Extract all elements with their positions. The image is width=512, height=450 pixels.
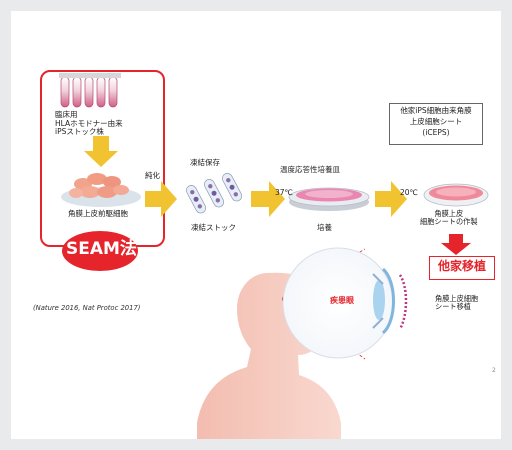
culture-caption: 培養 [317, 223, 332, 232]
down-arrow-icon [84, 136, 118, 167]
page-number: 2 [492, 367, 496, 374]
dish-title: 温度応答性培養皿 [280, 165, 340, 174]
temp-37-label: 37℃ [275, 188, 293, 197]
eye-cross-section [282, 247, 395, 359]
product-box-line3: (iCEPS) [422, 128, 450, 137]
diseased-eye-label: 疾患眼 [330, 296, 354, 305]
transplanted-sheet [398, 274, 408, 330]
transplant-label: 角膜上皮細胞 シート移植 [435, 294, 479, 312]
cell-sheet-dish [423, 183, 489, 207]
frozen-stock-tubes [186, 173, 243, 214]
diagram-graphics [59, 73, 489, 439]
right-arrow-icon [375, 181, 407, 217]
precursor-cell-label: 角膜上皮前駆細胞 [68, 209, 128, 218]
purify-label: 純化 [145, 171, 160, 180]
citation-text: (Nature 2016, Nat Protoc 2017) [33, 304, 141, 312]
temp-20-label: 20℃ [400, 188, 418, 197]
right-arrow-icon [145, 181, 177, 217]
freeze-title: 凍結保存 [190, 158, 220, 167]
right-arrow-icon [251, 181, 285, 217]
product-box-line2: 上皮細胞シート [409, 117, 463, 126]
product-box: 他家iPS細胞由来角膜 上皮細胞シート (iCEPS) [389, 103, 483, 145]
sheet-caption: 角膜上皮 細胞シートの作製 [420, 209, 478, 227]
product-box-line1: 他家iPS細胞由来角膜 [400, 106, 472, 115]
slide: 臨床用 HLAホモドナー由来 iPSストック株 角膜上皮前駆細胞 SEAM法 (… [11, 11, 501, 439]
allo-transplant-badge: 他家移植 [429, 256, 495, 280]
precursor-cell-cluster [61, 173, 141, 207]
seam-badge-shape [62, 231, 138, 271]
ips-stock-tubes [59, 73, 121, 108]
seam-method-badge: SEAM法 [66, 239, 137, 259]
down-arrow-icon [441, 234, 471, 255]
culture-dish [288, 187, 370, 211]
ips-stock-label: 臨床用 HLAホモドナー由来 iPSストック株 [55, 110, 123, 137]
freeze-caption: 凍結ストック [191, 223, 236, 232]
